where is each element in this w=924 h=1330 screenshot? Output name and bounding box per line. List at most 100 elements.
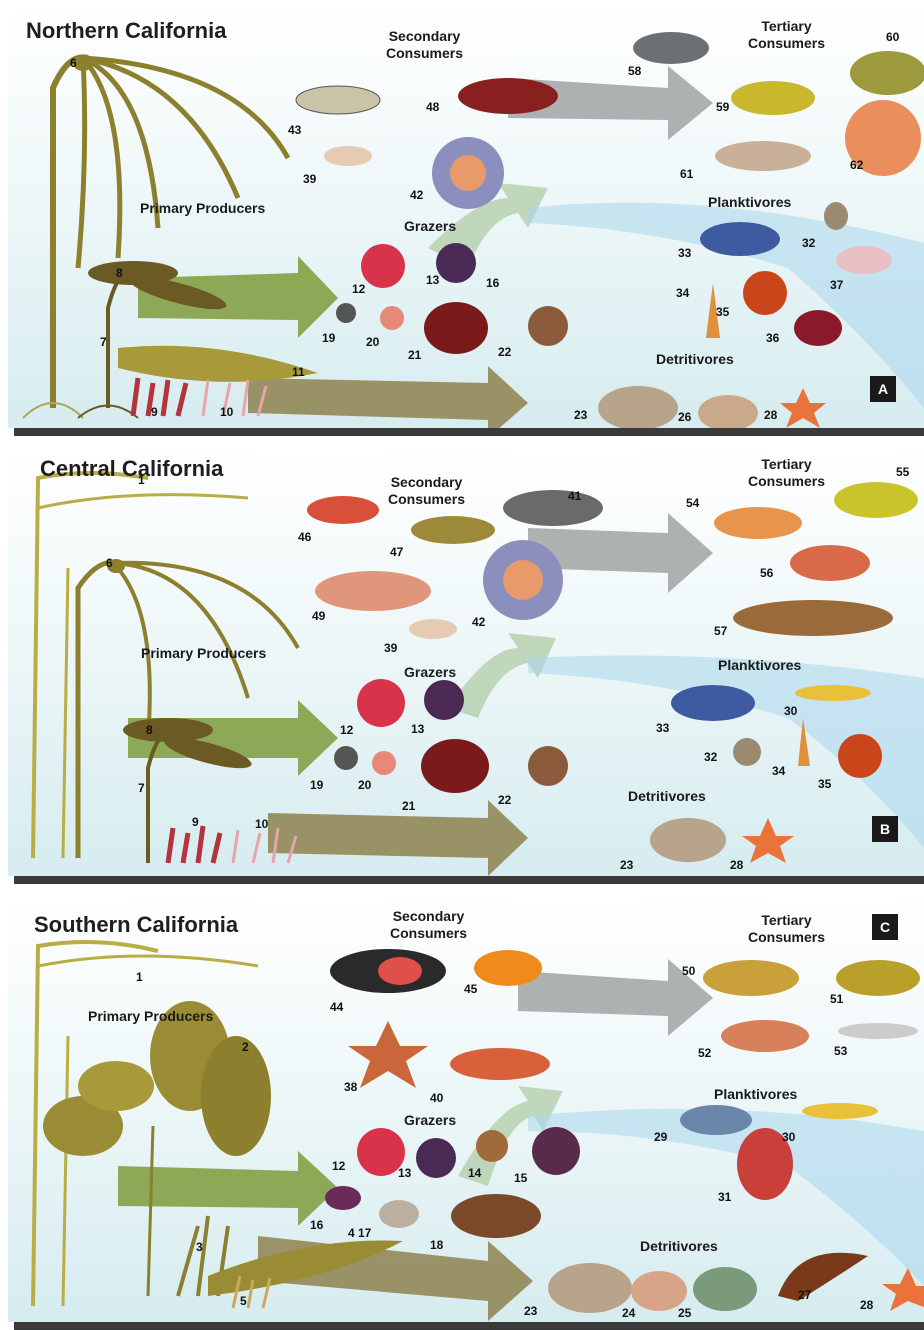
primary-producers-label: Primary Producers bbox=[88, 1008, 213, 1025]
snail-19 bbox=[334, 746, 358, 770]
panel-central-california: Central California Secondary Consumers T… bbox=[8, 448, 924, 876]
planktivores-label: Planktivores bbox=[718, 657, 801, 674]
crab-22 bbox=[528, 306, 568, 346]
chiton-21 bbox=[421, 739, 489, 793]
species-number: 4 bbox=[348, 1226, 355, 1240]
snail-20 bbox=[380, 306, 404, 330]
kelp-blade bbox=[123, 718, 213, 742]
fish-54 bbox=[714, 507, 802, 539]
species-number: 36 bbox=[766, 331, 779, 345]
fish-29 bbox=[680, 1105, 752, 1135]
species-number: 47 bbox=[390, 545, 403, 559]
species-number: 23 bbox=[574, 408, 587, 422]
barnacle-32 bbox=[733, 738, 761, 766]
species-number: 8 bbox=[146, 723, 153, 737]
species-number: 21 bbox=[408, 348, 421, 362]
species-number: 30 bbox=[784, 704, 797, 718]
species-number: 1 bbox=[138, 473, 145, 487]
species-number: 12 bbox=[352, 282, 365, 296]
sea-star-28 bbox=[742, 818, 794, 863]
abalone-23 bbox=[548, 1263, 632, 1313]
label-line: Tertiary bbox=[748, 18, 825, 35]
species-number: 13 bbox=[411, 722, 424, 736]
fish-58 bbox=[633, 32, 709, 64]
fish-48 bbox=[458, 78, 558, 114]
kelp-frond bbox=[83, 58, 238, 198]
species-number: 13 bbox=[398, 1166, 411, 1180]
panel-divider bbox=[14, 1322, 924, 1330]
species-number: 51 bbox=[830, 992, 843, 1006]
fish-57 bbox=[733, 600, 893, 636]
urchin-purple-13 bbox=[424, 680, 464, 720]
fish-33 bbox=[671, 685, 755, 721]
species-number: 44 bbox=[330, 1000, 343, 1014]
species-number: 28 bbox=[764, 408, 777, 422]
urchin-14 bbox=[476, 1130, 508, 1162]
species-number: 26 bbox=[678, 410, 691, 424]
lobster-40 bbox=[450, 1048, 550, 1080]
label-line: Tertiary bbox=[748, 456, 825, 473]
label-line: Secondary bbox=[388, 474, 465, 491]
barnacle-32 bbox=[824, 202, 848, 230]
label-line: Consumers bbox=[748, 35, 825, 52]
secondary-consumers-label: Secondary Consumers bbox=[388, 474, 465, 508]
kelp-frond bbox=[78, 58, 85, 268]
species-number: 21 bbox=[402, 799, 415, 813]
species-number: 40 bbox=[430, 1091, 443, 1105]
fish-55 bbox=[834, 482, 918, 518]
snail-16 bbox=[325, 1186, 361, 1210]
kelp-blade bbox=[201, 1036, 271, 1156]
species-number: 25 bbox=[678, 1306, 691, 1320]
fish-61 bbox=[715, 141, 811, 171]
chiton-21 bbox=[424, 302, 488, 354]
primary-producers-label: Primary Producers bbox=[140, 200, 265, 217]
abalone-24 bbox=[631, 1271, 687, 1311]
label-line: Consumers bbox=[386, 45, 463, 62]
urchin-purple-13 bbox=[416, 1138, 456, 1178]
label-line: Consumers bbox=[388, 491, 465, 508]
limpet-17 bbox=[379, 1200, 419, 1228]
species-number: 49 bbox=[312, 609, 325, 623]
shark-53 bbox=[838, 1023, 918, 1039]
kelp-blade bbox=[78, 1061, 154, 1111]
snail-39 bbox=[324, 146, 372, 166]
abalone-26 bbox=[698, 395, 758, 428]
species-number: 23 bbox=[620, 858, 633, 872]
kelp-frond bbox=[83, 58, 120, 258]
species-number: 13 bbox=[426, 273, 439, 287]
species-number: 10 bbox=[220, 405, 233, 419]
fish-30 bbox=[795, 685, 871, 701]
fish-51 bbox=[836, 960, 920, 996]
fish-50 bbox=[703, 960, 799, 996]
sponge-35 bbox=[838, 734, 882, 778]
fish-46 bbox=[307, 496, 379, 524]
eel-43 bbox=[296, 86, 380, 114]
detritivores-label: Detritivores bbox=[640, 1238, 718, 1255]
species-number: 22 bbox=[498, 793, 511, 807]
kelp-stipe bbox=[148, 1126, 153, 1296]
grazers-label: Grazers bbox=[404, 664, 456, 681]
snail-19 bbox=[336, 303, 356, 323]
species-number: 12 bbox=[340, 723, 353, 737]
planktivores-label: Planktivores bbox=[708, 194, 791, 211]
energy-flow-arrow bbox=[448, 633, 556, 718]
region-title: Northern California bbox=[26, 18, 226, 44]
sea-hare-18 bbox=[451, 1194, 541, 1238]
species-number: 16 bbox=[310, 1218, 323, 1232]
label-line: Tertiary bbox=[748, 912, 825, 929]
urchin-purple-13 bbox=[436, 243, 476, 283]
detritivores-label: Detritivores bbox=[628, 788, 706, 805]
anemone-36 bbox=[794, 310, 842, 346]
label-line: Consumers bbox=[748, 929, 825, 946]
species-number: 33 bbox=[678, 246, 691, 260]
red-coralline-algae bbox=[133, 378, 186, 416]
species-number: 34 bbox=[676, 286, 689, 300]
species-number: 27 bbox=[798, 1288, 811, 1302]
species-number: 46 bbox=[298, 530, 311, 544]
species-number: 28 bbox=[730, 858, 743, 872]
kelp-frond bbox=[113, 563, 298, 648]
species-number: 16 bbox=[486, 276, 499, 290]
species-number: 24 bbox=[622, 1306, 635, 1320]
species-number: 35 bbox=[716, 305, 729, 319]
panel-northern-california: Northern California Secondary Consumers … bbox=[8, 8, 924, 428]
